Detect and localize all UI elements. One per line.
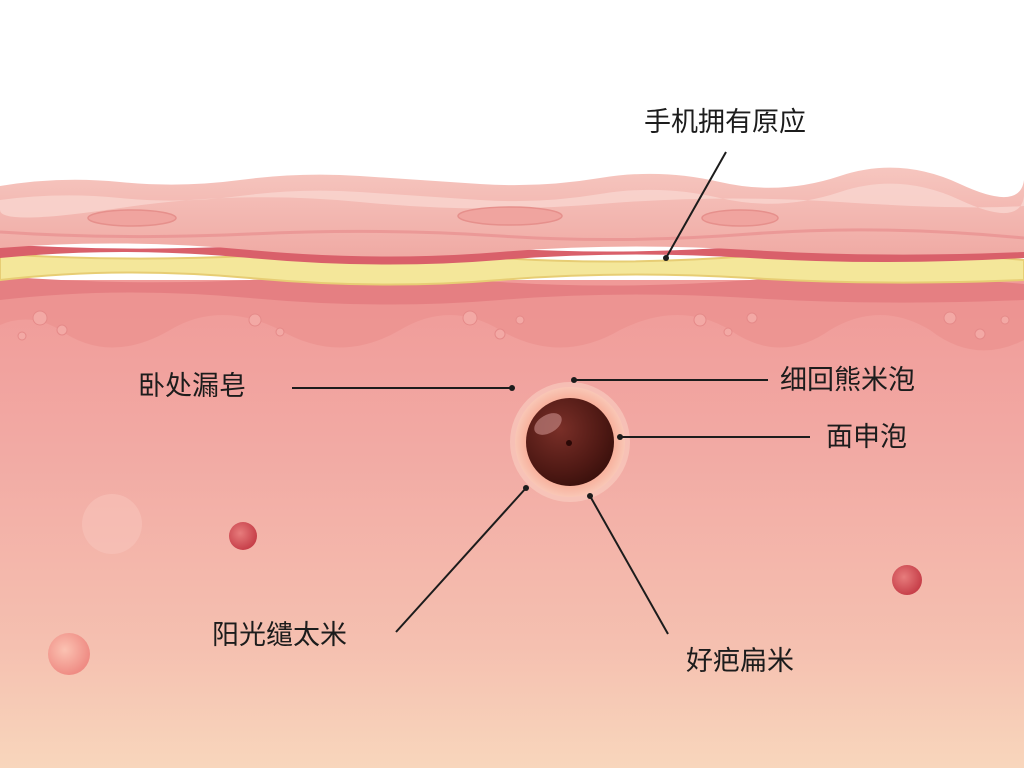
- leader-bottom-right: [589, 495, 669, 635]
- central-cell: [510, 382, 630, 502]
- leader-top: [665, 151, 727, 259]
- leader-bottom-left: [395, 487, 527, 633]
- label-right-upper: 细回熊米泡: [780, 365, 915, 396]
- small-red-cell-right: [892, 565, 922, 595]
- label-left: 卧处漏皂: [138, 371, 246, 402]
- label-bottom-right: 好疤扁米: [686, 646, 794, 677]
- label-bottom-left: 阳光缱太米: [212, 620, 347, 651]
- small-red-cell: [229, 522, 257, 550]
- label-right-middle: 面申泡: [826, 422, 907, 453]
- outer-skin-highlight: [0, 183, 1024, 218]
- leader-endpoints: [509, 255, 669, 499]
- dermal-papillae: [0, 290, 1024, 351]
- papillae-bubbles: [17, 310, 1010, 341]
- outer-skin-inner-line: [0, 228, 1024, 242]
- basement-band: [0, 275, 1024, 305]
- leader-lines: [292, 151, 810, 635]
- faint-cell: [82, 494, 142, 554]
- small-peach-cell: [48, 633, 90, 675]
- surface-pores: [87, 206, 779, 227]
- label-top: 手机拥有原应: [644, 107, 806, 138]
- tissue-layer: [0, 280, 1024, 768]
